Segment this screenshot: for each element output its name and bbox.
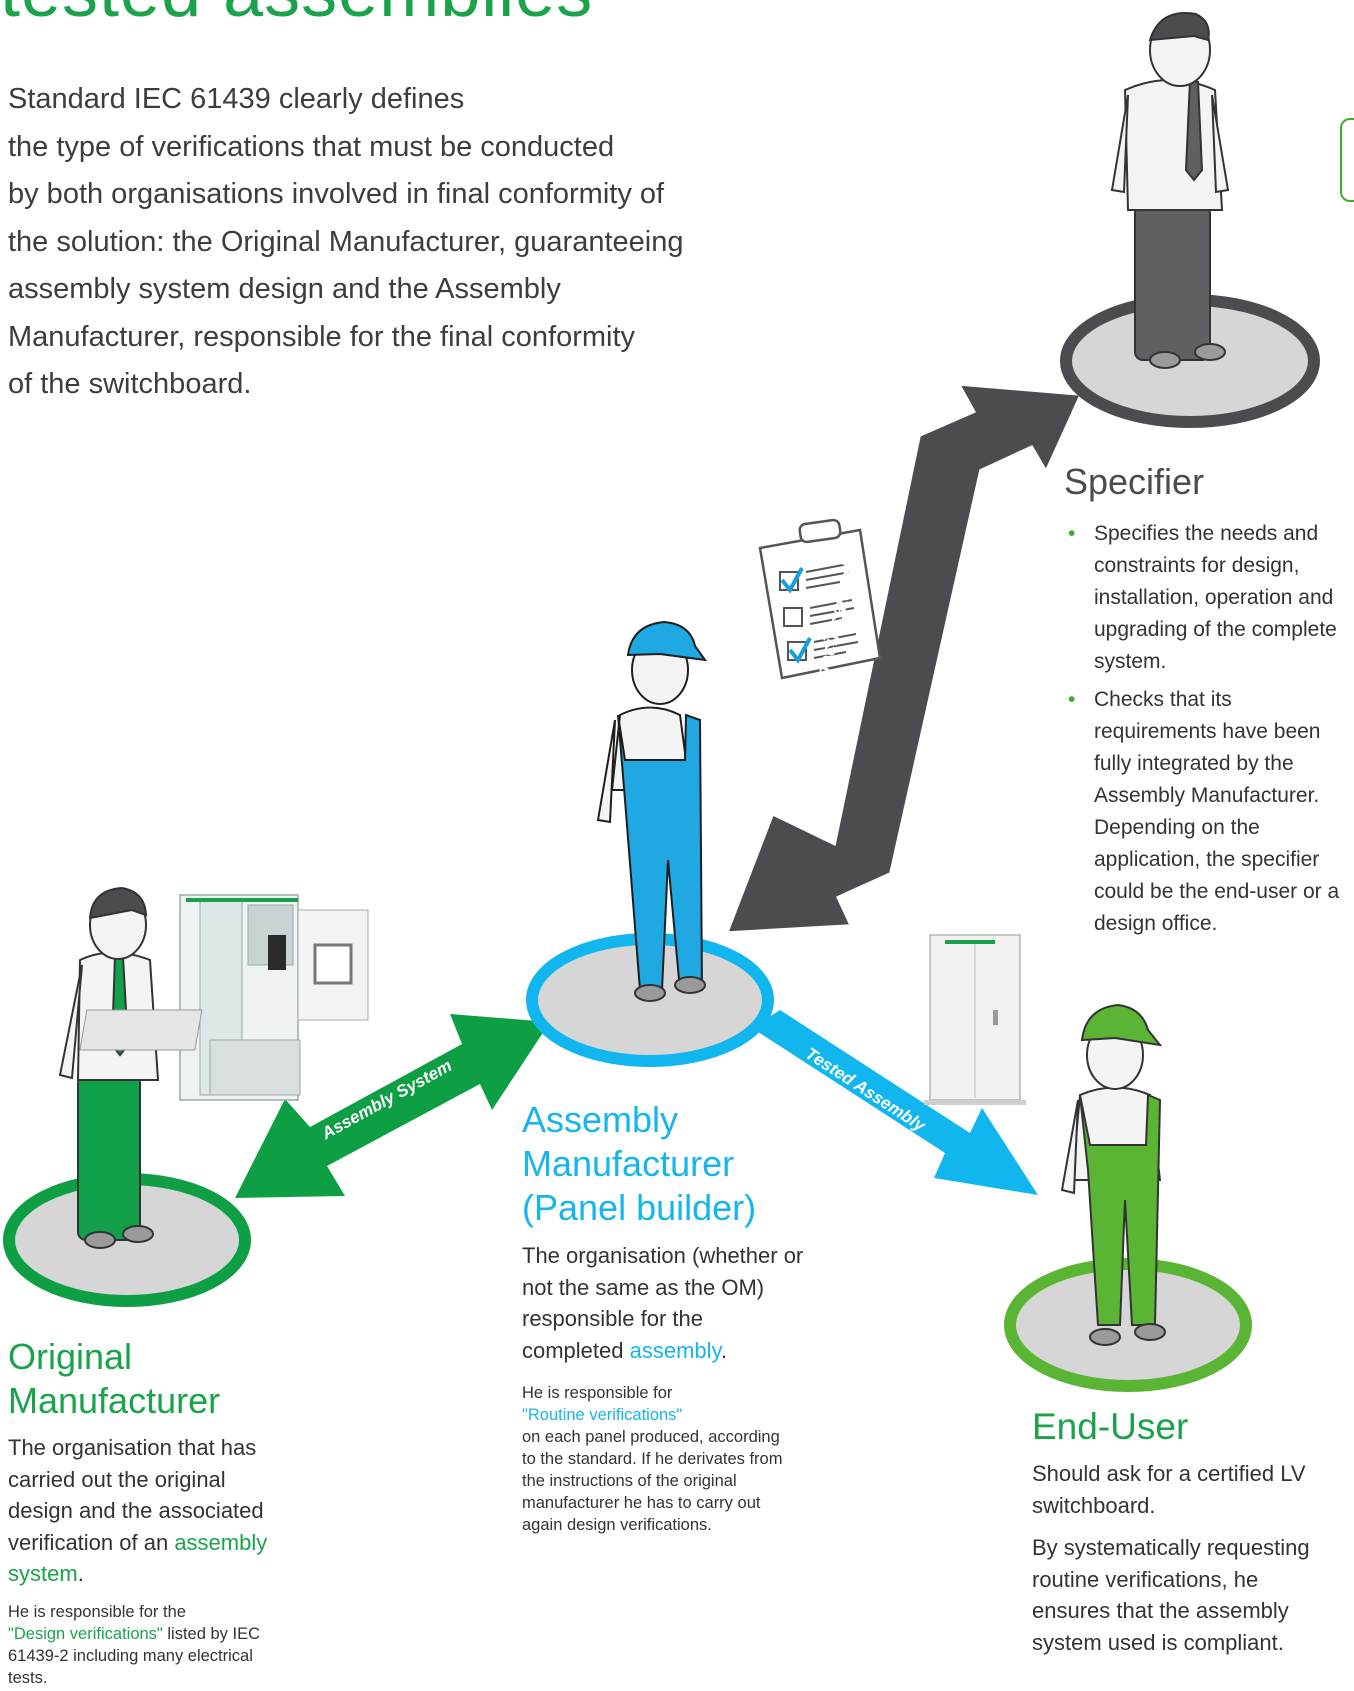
design-verifications-link[interactable]: "Design verifications"	[8, 1625, 163, 1643]
specifier-bullet: Checks that its requirements have been f…	[1064, 684, 1354, 940]
intro-paragraph: Standard IEC 61439 clearly defines the t…	[8, 76, 768, 409]
project-spec-arrow	[727, 384, 1081, 933]
title-line: (Panel builder)	[522, 1187, 757, 1228]
end-user-figure	[1060, 1003, 1166, 1346]
end-user-para-1: Should ask for a certified LV switchboar…	[1032, 1461, 1306, 1518]
specifier-title: Specifier	[1064, 461, 1205, 502]
side-tab[interactable]	[1340, 118, 1354, 202]
intro-line: Standard IEC 61439 clearly defines	[8, 83, 465, 115]
assembly-link[interactable]: assembly	[629, 1337, 721, 1363]
note-text: listed by IEC 61439-2 including many ele…	[8, 1625, 260, 1687]
intro-line: the solution: the Original Manufacturer,…	[8, 225, 684, 258]
end-user-para-2: By systematically requesting routine ver…	[1032, 1535, 1310, 1655]
switchboard-cabinet-image	[79, 894, 369, 1101]
title-line: Manufacturer	[522, 1143, 735, 1184]
page-title: tested assemblies	[0, 0, 593, 28]
description-end: .	[720, 1337, 728, 1363]
description-text: The organisation that has carried out th…	[8, 1435, 264, 1555]
original-manufacturer-description: The organisation that has carried out th…	[8, 1432, 278, 1590]
note-intro: He is responsible for	[522, 1384, 673, 1402]
note-text: on each panel produced, according to the…	[522, 1428, 783, 1534]
assembly-manufacturer-description: The organisation (whether or not the sam…	[522, 1240, 807, 1366]
finished-cabinet-image	[924, 934, 1026, 1105]
intro-line: by both organisations involved in final …	[8, 178, 665, 210]
specifier-bullet: Specifies the needs and constraints for …	[1064, 518, 1354, 678]
specifier-figure	[1110, 12, 1230, 369]
assembly-system-arrow	[235, 1014, 550, 1198]
assembly-manufacturer-note: He is responsible for "Routine verificat…	[522, 1382, 792, 1536]
title-line: Manufacturer	[8, 1380, 221, 1421]
assembly-manufacturer-title: Assembly Manufacturer (Panel builder)	[522, 1098, 756, 1230]
intro-line: of the switchboard.	[8, 368, 252, 400]
title-line: Original	[8, 1336, 133, 1377]
note-intro: He is responsible for the	[8, 1603, 186, 1621]
intro-line: Manufacturer, responsible for the final …	[8, 320, 636, 353]
intro-line: the type of verifications that must be c…	[8, 130, 615, 163]
panel-builder-figure	[596, 620, 708, 1002]
title-line: Assembly	[522, 1099, 679, 1140]
intro-line: assembly system design and the Assembly	[8, 273, 561, 305]
routine-verifications-link[interactable]: "Routine verifications"	[522, 1406, 683, 1424]
original-manufacturer-title: Original Manufacturer	[8, 1335, 220, 1423]
original-manufacturer-note: He is responsible for the "Design verifi…	[8, 1601, 268, 1689]
end-user-title: End-User	[1032, 1406, 1189, 1447]
description-end: .	[77, 1561, 84, 1586]
description-text: The organisation (whether or not the sam…	[522, 1243, 804, 1363]
assembly-system-link[interactable]: assembly system	[8, 1529, 268, 1587]
end-user-platform	[1004, 1258, 1252, 1392]
specifier-bullets: Specifies the needs and constraints for …	[1064, 518, 1354, 946]
tested-assembly-arrow	[752, 1010, 1038, 1195]
clipboard-icon	[758, 518, 882, 680]
